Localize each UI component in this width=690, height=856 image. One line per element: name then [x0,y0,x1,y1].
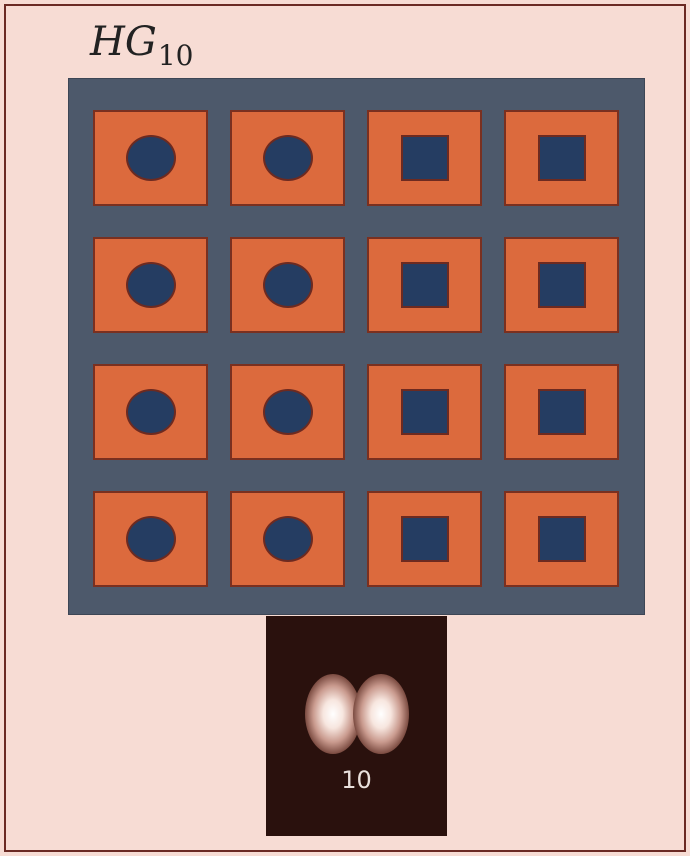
square-element [538,262,586,308]
beam-lobe-right [353,674,409,754]
circle-element [126,389,176,435]
grid-cell-r4-c3 [367,491,482,587]
square-element [401,389,449,435]
circle-element [263,135,313,181]
circle-element [263,516,313,562]
beam-intensity-image: 10 [266,616,447,836]
grid-cell-r3-c4 [504,364,619,460]
mode-title-subscript: 10 [158,39,194,72]
grid-cell-r2-c4 [504,237,619,333]
grid-cell-r3-c2 [230,364,345,460]
grid-cell-r1-c4 [504,110,619,206]
grid-cell-r4-c1 [93,491,208,587]
grid-cell-r2-c3 [367,237,482,333]
circle-element [263,389,313,435]
pixel-grid-panel [68,78,645,615]
square-element [401,262,449,308]
grid-cell-r1-c1 [93,110,208,206]
square-element [538,135,586,181]
mode-title-main: HG [90,19,157,65]
grid-cell-r2-c1 [93,237,208,333]
circle-element [126,135,176,181]
grid-cell-r3-c1 [93,364,208,460]
circle-element [126,262,176,308]
grid-cell-r4-c4 [504,491,619,587]
grid-cell-r2-c2 [230,237,345,333]
grid-cell-r4-c2 [230,491,345,587]
grid-cell-r1-c2 [230,110,345,206]
square-element [538,389,586,435]
square-element [401,135,449,181]
grid-cell-r1-c3 [367,110,482,206]
beam-mode-label: 10 [266,766,447,794]
square-element [401,516,449,562]
square-element [538,516,586,562]
circle-element [126,516,176,562]
grid-cell-r3-c3 [367,364,482,460]
mode-title: HG10 [90,22,193,62]
circle-element [263,262,313,308]
